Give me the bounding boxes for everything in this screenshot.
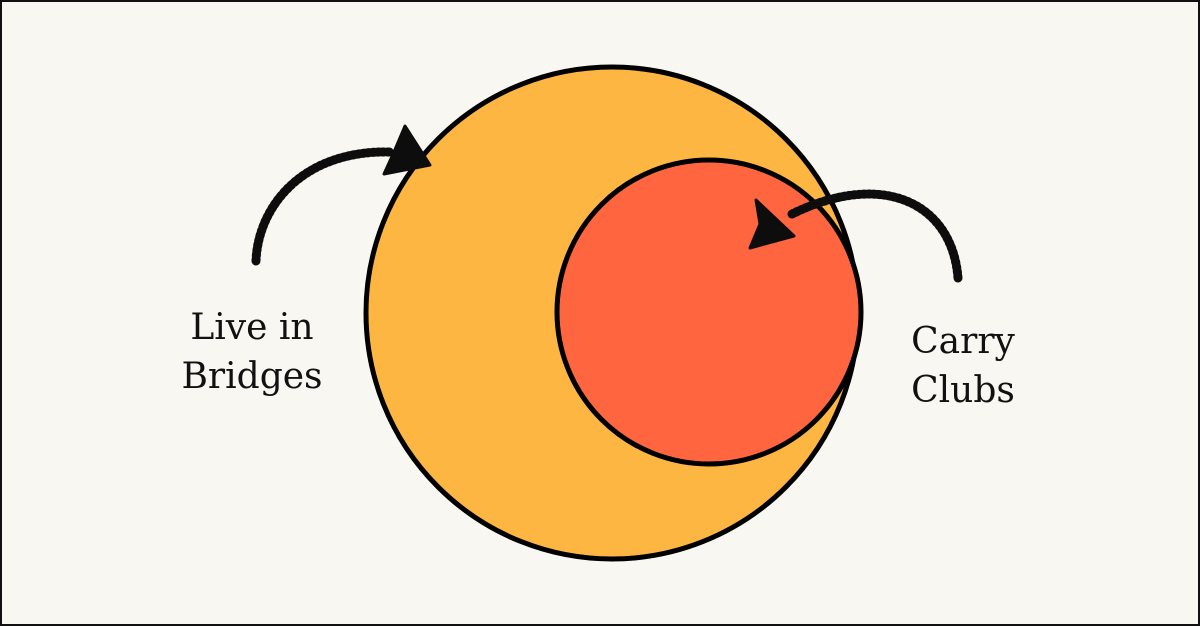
outer-set-label-line1: Live in bbox=[190, 307, 313, 348]
inner-set-label-line1: Carry bbox=[911, 321, 1015, 362]
outer-set-arrow-head bbox=[382, 124, 432, 176]
inner-set-arrow-head bbox=[748, 198, 796, 250]
outer-set-arrow bbox=[251, 124, 432, 266]
inner-set-arrow bbox=[748, 189, 963, 283]
outer-set-label-line2: Bridges bbox=[181, 356, 322, 397]
inner-set-label-line2: Clubs bbox=[911, 370, 1015, 411]
